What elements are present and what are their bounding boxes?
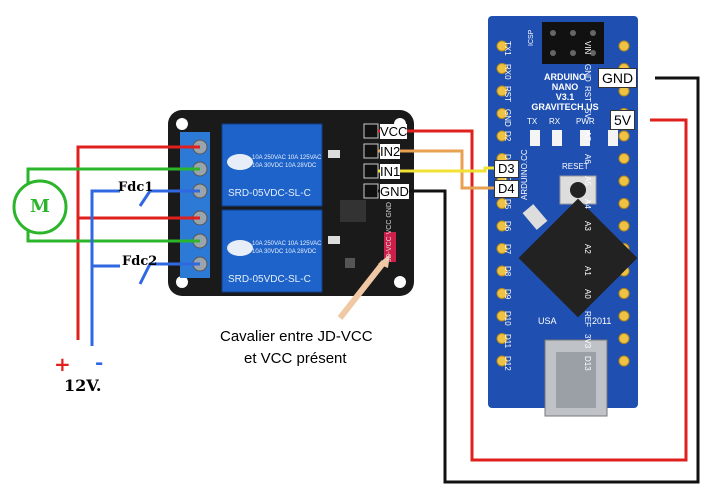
pin-label-right-5v: 5V (583, 108, 592, 119)
arduino-nano (488, 16, 638, 417)
relay-pin-vcc: VCC (380, 124, 408, 139)
pin-label-left-rx0: RX0 (503, 63, 512, 80)
jumper-silkscreen: JD-VCC VCC GND (386, 202, 393, 262)
pin-label-right-d13: D13 (583, 356, 592, 371)
pin-label-right-a4: A4 (583, 198, 592, 209)
pin-label-left-d9: D9 (503, 288, 512, 299)
pin-label-left-d7: D7 (503, 243, 512, 254)
relay-specs-top: 10A 250VAC 10A 125VAC 10A 30VDC 10A 28VD… (252, 155, 322, 169)
pin-hole-right-a5 (618, 175, 630, 187)
pin-label-right-3v3: 3V3 (583, 333, 592, 348)
pin-hole-right-a4 (618, 198, 630, 209)
pin-label-right-gnd: GND (583, 63, 592, 82)
pin-label-left-d10: D10 (503, 311, 512, 326)
pin-label-left-d8: D8 (503, 266, 512, 277)
pin-hole-left-d11 (496, 333, 508, 344)
wires (26, 76, 700, 484)
pin-hole-left-d7 (496, 243, 508, 254)
wire-vcc-red (378, 118, 688, 462)
relay-module (168, 110, 414, 296)
pin-hole-left-d5 (496, 198, 508, 209)
pin-label-right-a3: A3 (583, 221, 592, 231)
relay-pin-in2: IN2 (380, 144, 401, 159)
pin-label-right-rst: RST (583, 86, 592, 102)
power-minus-label: - (95, 350, 104, 374)
icsp-label: ICSP (528, 29, 535, 46)
pin-hole-left-rst (496, 85, 508, 97)
switch-label-fdc2: Fdc2 (122, 254, 158, 269)
voltage-label: 12V. (64, 376, 102, 395)
wire-in1-yellow (378, 166, 495, 173)
relay-bottom (221, 209, 323, 293)
pin-label-right-a7: A7 (583, 131, 592, 141)
pin-label-left-rst: RST (503, 86, 512, 102)
pin-label-right-vin: VIN (583, 41, 592, 55)
relay-pin-gnd: GND (380, 184, 409, 199)
pin-hole-left-d10 (496, 310, 508, 322)
pin-hole-right-ref (618, 310, 630, 322)
year-label: 2011 (592, 316, 612, 326)
motor-label: M (30, 196, 50, 217)
relay-model-top: SRD-05VDC-SL-C (228, 188, 311, 199)
pin-label-right-a2: A2 (583, 243, 592, 254)
pin-label-right-a5: A5 (583, 176, 592, 186)
pin-label-right-a1: A1 (583, 266, 592, 276)
pin-hole-right-vin (618, 40, 630, 52)
pin-hole-left-tx1 (496, 40, 508, 52)
pin-label-left-d12: D12 (503, 356, 512, 371)
pin-hole-left-rx0 (496, 63, 508, 74)
pin-hole-right-a6 (618, 153, 630, 164)
pin-hole-right-a7 (618, 130, 630, 142)
wire-blue-fdc2 (92, 262, 200, 285)
pin-hole-right-3v3 (618, 333, 630, 344)
pin-hole-left-d6 (496, 220, 508, 232)
icsp-header (542, 22, 604, 64)
relay-model-bottom: SRD-05VDC-SL-C (228, 274, 311, 285)
brand-vertical: ARDUINO.CC (520, 149, 529, 200)
pin-hole-right-d13 (618, 355, 630, 367)
pin-label-left-d11: D11 (503, 333, 512, 348)
jumper-annotation-line1: Cavalier entre JD-VCC (220, 328, 373, 345)
pin-label-right-ref: REF (583, 311, 592, 327)
switch-label-fdc1: Fdc1 (118, 180, 154, 195)
arduino-label-d3: D3 (494, 160, 519, 178)
motor-symbol (12, 179, 68, 235)
annotation-arrow (337, 260, 387, 320)
wire-gnd-black (378, 76, 700, 484)
jumper (384, 232, 396, 262)
pin-hole-right-a3 (618, 220, 630, 232)
usa-label: USA (538, 316, 557, 326)
led-label-pwr: PWR (576, 117, 595, 126)
relay-pin-in1: IN1 (380, 164, 401, 179)
arduino-label-d4: D4 (494, 180, 519, 198)
pin-label-left-d6: D6 (503, 221, 512, 232)
wire-blue-fdc1 (90, 189, 200, 346)
relay-specs-bottom: 10A 250VAC 10A 125VAC 10A 30VDC 10A 28VD… (252, 241, 322, 255)
power-plus-label: + (54, 352, 71, 376)
pin-hole-left-d9 (496, 288, 508, 299)
arduino-title: ARDUINO NANO V3.1 GRAVITECH.US (531, 72, 599, 112)
jumper-annotation-line2: et VCC présent (244, 350, 347, 367)
pin-hole-left-d2 (496, 130, 508, 142)
wire-green-top (26, 167, 200, 188)
pin-label-left-d5: D5 (503, 198, 512, 209)
led-label-rx: RX (549, 117, 561, 126)
pin-hole-left-gnd (496, 108, 508, 119)
screw-terminal-block (180, 132, 210, 278)
pin-hole-right-a0 (618, 288, 630, 299)
pin-hole-left-d12 (496, 355, 508, 367)
pin-label-left-tx1: TX1 (503, 41, 512, 56)
pin-label-right-a6: A6 (583, 153, 592, 164)
led-label-tx: TX (527, 117, 538, 126)
reset-label: RESET (562, 162, 589, 171)
arduino-label-5v: 5V (610, 110, 636, 130)
arduino-label-gnd: GND (598, 68, 638, 88)
wire-red-motor-top (76, 145, 200, 340)
pin-label-left-gnd: GND (503, 108, 512, 127)
pin-label-right-a0: A0 (583, 288, 592, 299)
pin-hole-left-d8 (496, 265, 508, 277)
pin-label-left-d2: D2 (503, 131, 512, 142)
